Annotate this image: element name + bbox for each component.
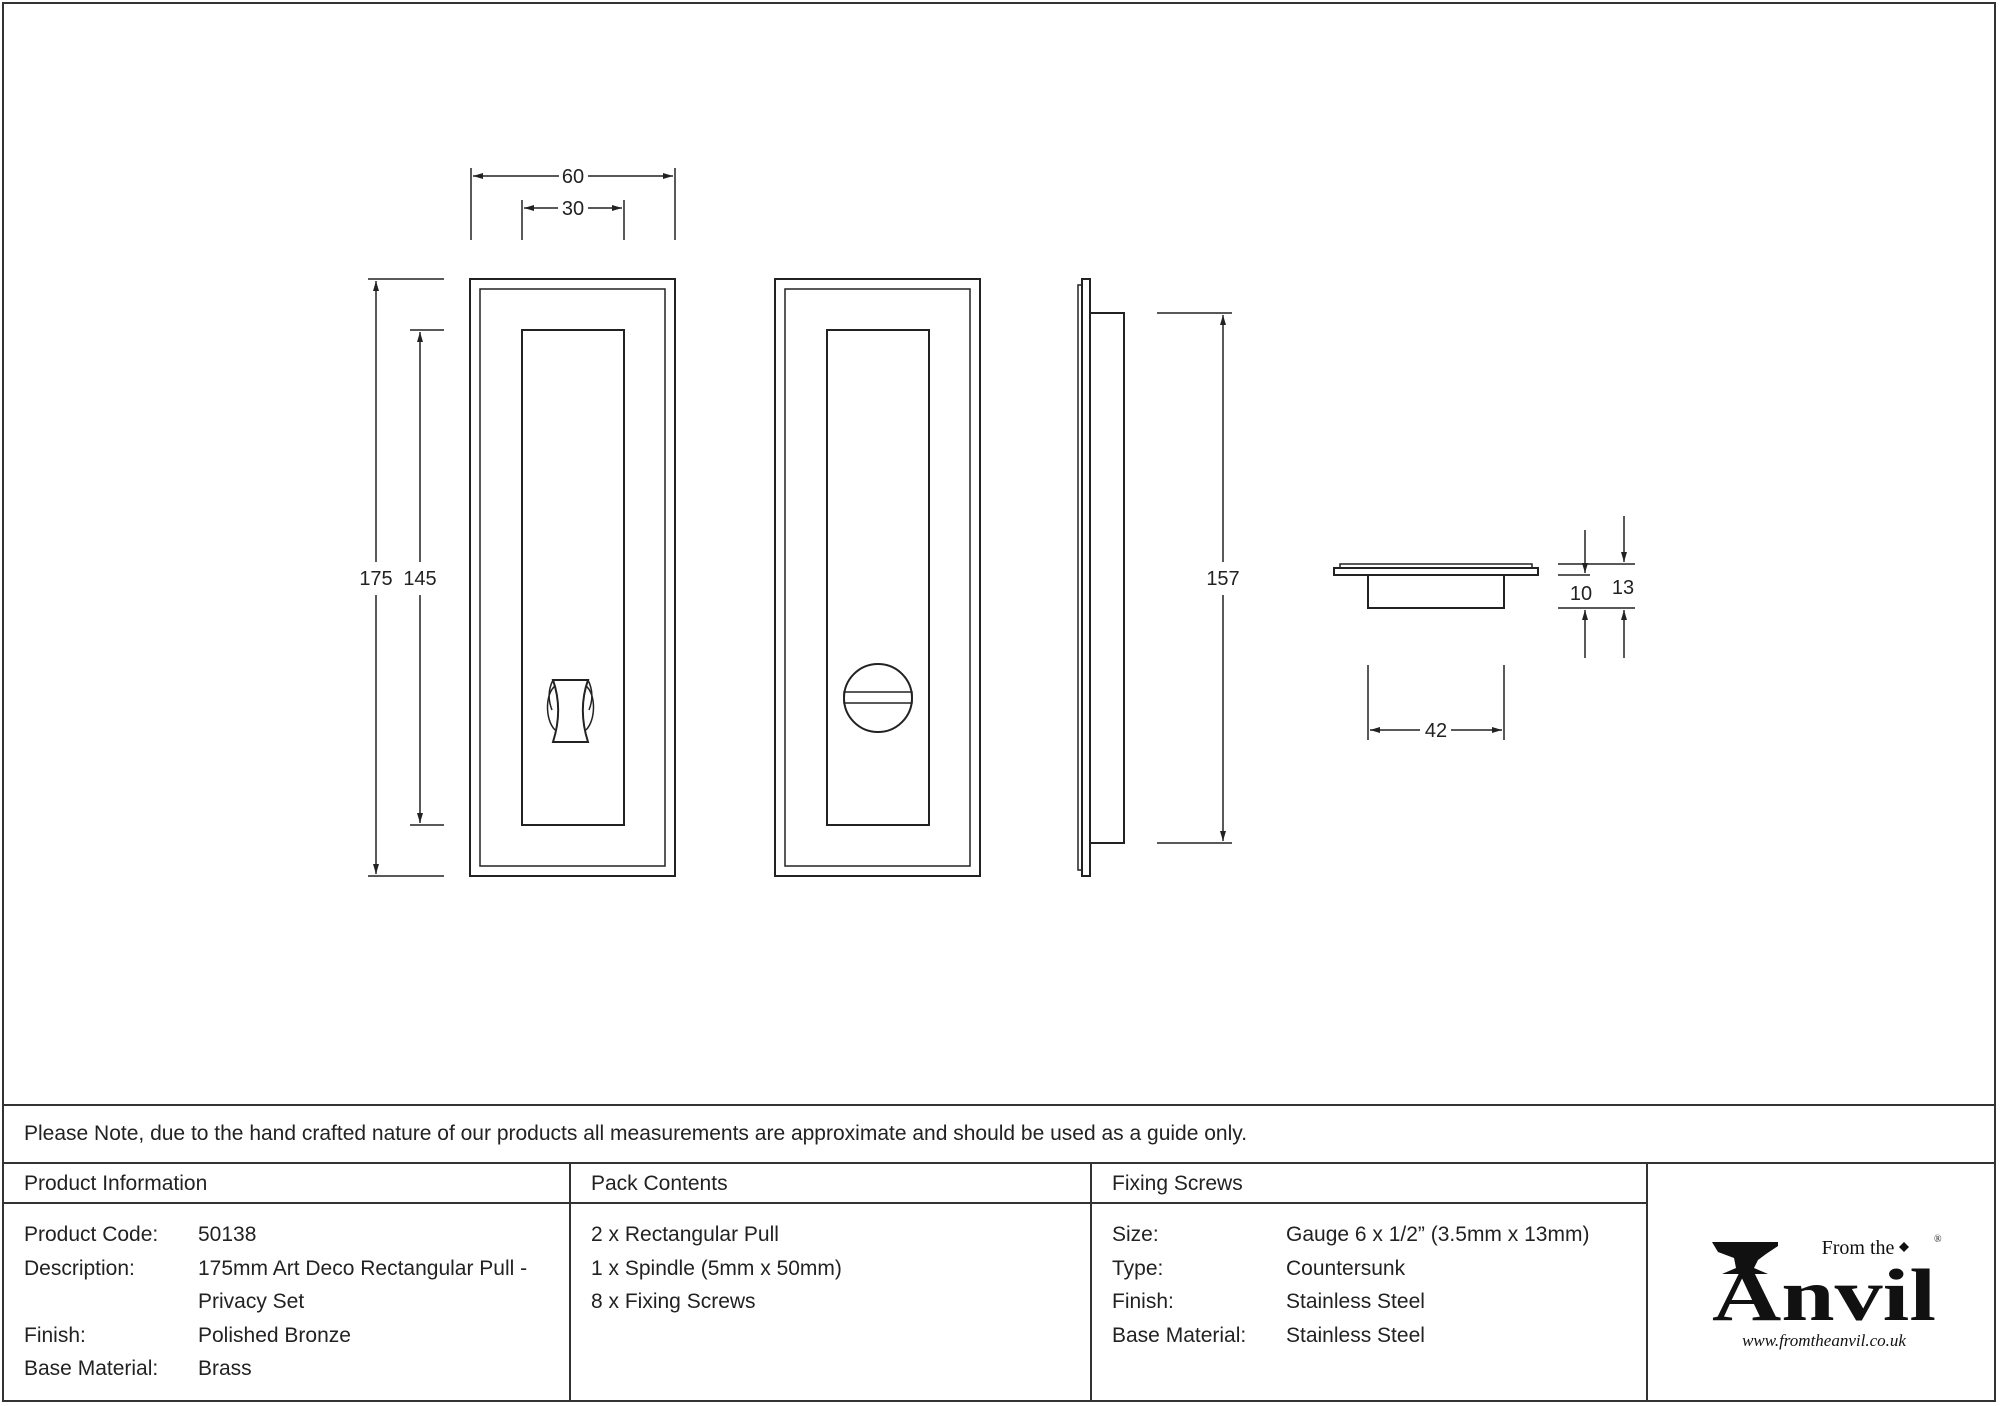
screw-info-value: Gauge 6 x 1/2” (3.5mm x 13mm) — [1286, 1223, 1590, 1246]
product-info-value: 175mm Art Deco Rectangular Pull - — [198, 1256, 528, 1280]
side-view — [1077, 278, 1125, 877]
dim-side-height: 157 — [1157, 312, 1240, 844]
logo-diamond-icon — [1899, 1242, 1909, 1252]
brand-logo-panel: From the ® Anvil www.fromtheanvil.co.uk — [1648, 1164, 1994, 1402]
logo-from-the: From the — [1822, 1237, 1895, 1259]
product-info-row: Privacy Set — [24, 1285, 569, 1319]
screw-info-row: Base Material: Stainless Steel — [1112, 1319, 1646, 1353]
pack-item: 1 x Spindle (5mm x 50mm) — [591, 1256, 842, 1280]
dim-body-width: 42 — [1367, 665, 1505, 742]
dim-height-inner: 145 — [403, 329, 444, 826]
product-info-row: Description: 175mm Art Deco Rectangular … — [24, 1252, 569, 1286]
logo-wordmark: Anvil — [1712, 1255, 1936, 1337]
anvil-icon — [1712, 1242, 1778, 1274]
dim-label-175: 175 — [359, 568, 392, 590]
anvil-logo: From the ® Anvil www.fromtheanvil.co.uk — [1712, 1234, 1942, 1350]
fixing-screws-panel: Fixing Screws Size: Gauge 6 x 1/2” (3.5m… — [1092, 1164, 1648, 1402]
front-view-turn — [469, 278, 676, 877]
dim-depth: 10 13 — [1558, 516, 1635, 658]
screw-info-value: Stainless Steel — [1286, 1290, 1425, 1313]
screw-info-label: Size: — [1112, 1223, 1159, 1246]
screw-info-label: Finish: — [1112, 1290, 1174, 1313]
pack-item: 2 x Rectangular Pull — [591, 1223, 779, 1246]
dim-label-30: 30 — [562, 198, 584, 220]
screw-info-row: Size: Gauge 6 x 1/2” (3.5mm x 13mm) — [1112, 1218, 1646, 1252]
screw-info-label: Type: — [1112, 1256, 1164, 1280]
technical-drawing: 60 30 175 145 157 — [359, 166, 1635, 877]
product-info-value: Privacy Set — [198, 1290, 305, 1313]
product-info-label: Description: — [24, 1256, 135, 1280]
dim-label-42: 42 — [1425, 720, 1447, 742]
dim-width-overall: 60 — [470, 166, 676, 240]
product-info-row: Finish: Polished Bronze — [24, 1319, 569, 1353]
dim-label-60: 60 — [562, 166, 584, 188]
screw-info-row: Type: Countersunk — [1112, 1252, 1646, 1286]
product-info-label — [24, 1285, 198, 1319]
product-info-label: Product Code: — [24, 1223, 159, 1246]
screw-info-label: Base Material: — [1112, 1323, 1247, 1347]
product-info-value: Brass — [198, 1357, 252, 1380]
dim-label-157: 157 — [1206, 568, 1239, 590]
emergency-release-indicator — [843, 663, 913, 733]
dim-label-145: 145 — [403, 568, 436, 590]
product-info-row: Product Code: 50138 — [24, 1218, 569, 1252]
screw-info-value: Countersunk — [1286, 1256, 1406, 1280]
dim-height-overall: 175 — [359, 278, 444, 877]
product-info-row: Base Material: Brass — [24, 1352, 569, 1386]
measurement-note: Please Note, due to the hand crafted nat… — [4, 1104, 1994, 1164]
product-info-value: 50138 — [198, 1223, 257, 1246]
pack-contents-panel: Pack Contents 2 x Rectangular Pull 1 x S… — [571, 1164, 1092, 1402]
dim-width-inner: 30 — [521, 198, 625, 240]
logo-website: www.fromtheanvil.co.uk — [1742, 1331, 1906, 1350]
product-info-value: Polished Bronze — [198, 1323, 351, 1347]
product-info-label: Base Material: — [24, 1357, 159, 1380]
pack-contents-heading: Pack Contents — [571, 1164, 1090, 1204]
logo-registered-mark: ® — [1934, 1234, 1942, 1245]
dim-label-10: 10 — [1570, 583, 1592, 605]
fixing-screws-heading: Fixing Screws — [1092, 1164, 1646, 1204]
end-view — [1333, 563, 1539, 609]
privacy-turn-knob — [546, 679, 595, 743]
product-information-heading: Product Information — [4, 1164, 569, 1204]
product-information-panel: Product Information Product Code: 50138 … — [4, 1164, 571, 1402]
front-view-release — [774, 278, 981, 877]
product-info-label: Finish: — [24, 1323, 86, 1347]
dim-label-13: 13 — [1612, 577, 1634, 599]
screw-info-value: Stainless Steel — [1286, 1323, 1425, 1347]
pack-item: 8 x Fixing Screws — [591, 1290, 756, 1313]
screw-info-row: Finish: Stainless Steel — [1112, 1285, 1646, 1319]
